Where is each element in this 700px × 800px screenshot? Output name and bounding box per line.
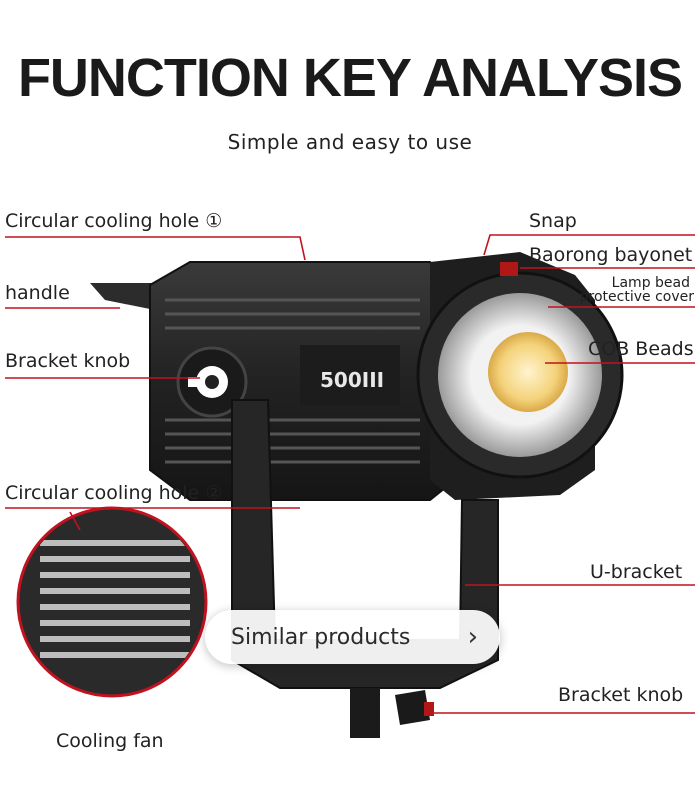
leader-lines	[5, 234, 695, 714]
label-circular-cooling-hole-2: Circular cooling hole ②	[5, 482, 223, 504]
label-snap: Snap	[529, 210, 577, 232]
chevron-right-icon: ›	[467, 622, 478, 652]
similar-products-label: Similar products	[231, 624, 411, 650]
label-u-bracket: U-bracket	[590, 561, 683, 583]
label-lamp-bead-line1: Lamp bead	[611, 275, 690, 291]
snap-button	[500, 262, 518, 276]
label-bracket-knob-right: Bracket knob	[558, 684, 684, 706]
label-cooling-fan: Cooling fan	[56, 730, 164, 752]
label-bracket-knob-left: Bracket knob	[5, 350, 131, 372]
label-cob-beads: COB Beads	[588, 338, 694, 360]
label-baorong-bayonet: Baorong bayonet	[529, 244, 693, 266]
label-handle: handle	[5, 282, 70, 304]
label-lamp-bead-line2: protective cover	[579, 289, 694, 305]
light-head	[416, 252, 624, 500]
label-circular-cooling-hole-1: Circular cooling hole ①	[5, 210, 223, 232]
cooling-fan-inset	[16, 506, 208, 698]
page-subtitle: Simple and easy to use	[227, 130, 473, 154]
cob-beads-led	[488, 332, 568, 412]
bracket-knob-part	[176, 346, 248, 418]
model-label: 500III	[320, 368, 385, 392]
similar-products-button[interactable]: Similar products ›	[205, 610, 500, 664]
handle-part	[90, 283, 165, 312]
light-body	[149, 261, 456, 501]
page-title: FUNCTION KEY ANALYSIS	[17, 48, 683, 108]
